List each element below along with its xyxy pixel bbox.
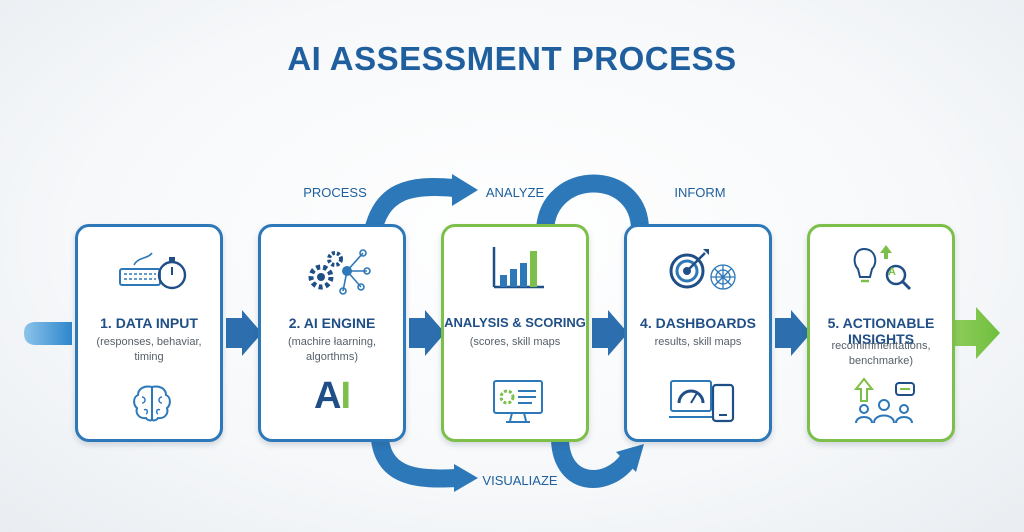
step-description-line1: results, skill maps: [654, 336, 742, 348]
step-heading-line2: INSIGHTS: [847, 331, 915, 347]
ai-logo: AI: [261, 375, 403, 418]
arc-process-analyze: [363, 177, 455, 238]
step-heading-line1: 5. ACTIONABLE: [827, 315, 935, 331]
connector-arrow-4: [775, 310, 811, 356]
step-card-analysis-scoring: ANALYSIS & SCORING (scores, skill maps: [441, 224, 589, 442]
target-web-icon: [669, 249, 736, 290]
step-card-data-input: 1. DATA INPUT (responses, behaviar, timi…: [75, 224, 223, 442]
arc-to-dashboards: [551, 439, 636, 488]
arc-analyze-inform: [536, 174, 649, 232]
keyboard-stopwatch-icon: [119, 252, 187, 290]
step-heading: 1. DATA INPUT: [100, 315, 198, 331]
flow-label-inform: INFORM: [674, 185, 726, 200]
connector-arrow-2: [409, 310, 445, 356]
flow-label-visualize: VISUALIAZE: [482, 473, 558, 488]
brain-icon: [133, 385, 171, 422]
step-description-line2: benchmarke): [848, 355, 914, 367]
step-card-dashboards: 4. DASHBOARDS results, skill maps: [624, 224, 772, 442]
step-heading: 2. AI ENGINE: [288, 315, 376, 331]
bar-chart-icon: [492, 247, 544, 289]
ai-logo-i: I: [340, 375, 351, 417]
svg-text:A: A: [888, 266, 896, 278]
exit-arrow: [954, 307, 1000, 359]
step-description-line1: (machire łaarning, algorthms): [287, 336, 377, 363]
step-description-line1: (scores, skill maps: [469, 336, 561, 348]
ai-logo-a: A: [313, 375, 341, 417]
team-growth-icon: [853, 377, 915, 424]
connector-arrow-3: [592, 310, 628, 356]
flow-label-process: PROCESS: [303, 185, 367, 200]
arc-visualize: [371, 438, 457, 488]
step-description-line1: (responses, behaviar,: [96, 336, 202, 348]
connector-arrow-1: [226, 310, 262, 356]
gears-network-icon: [308, 249, 371, 295]
page-title: AI ASSESSMENT PROCESS: [287, 40, 737, 77]
step-card-actionable-insights: A 5. ACTIONABLE INSIGHTS recomimmentatio…: [807, 224, 955, 442]
step-card-ai-engine: 2. AI ENGINE (machire łaarning, algorthm…: [258, 224, 406, 442]
dashboard-tablet-icon: [669, 380, 735, 423]
step-description-line1: recomimmentations,: [831, 340, 931, 352]
monitor-gear-icon: [493, 380, 543, 423]
lightbulb-magnifier-icon: A: [853, 245, 912, 291]
step-description-line2: timing: [134, 351, 164, 363]
entry-arrow: [24, 322, 72, 345]
step-heading: 4. DASHBOARDS: [640, 315, 756, 331]
flow-label-analyze: ANALYZE: [485, 185, 545, 200]
step-heading: ANALYSIS & SCORING: [444, 315, 586, 330]
